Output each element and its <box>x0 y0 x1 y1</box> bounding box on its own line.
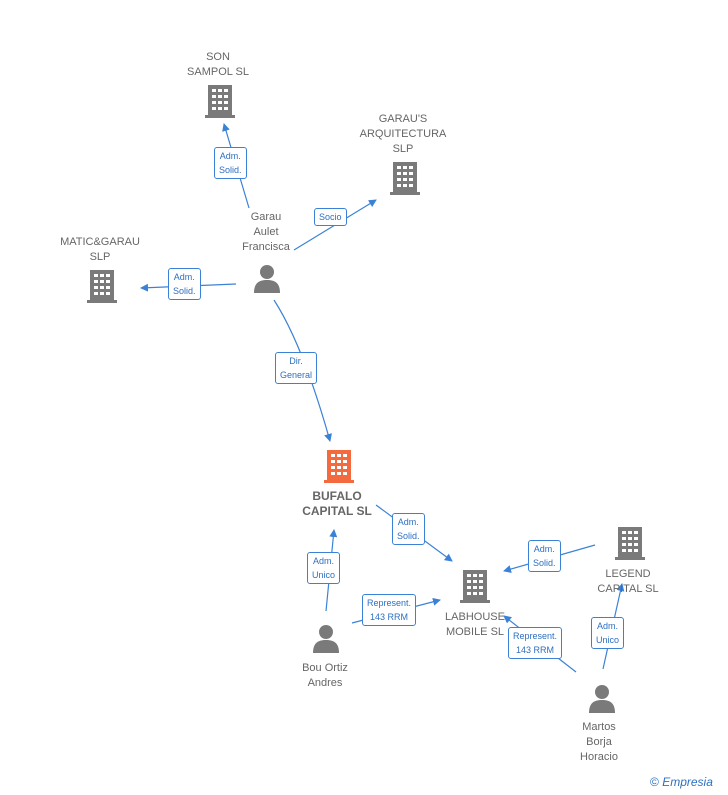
building-icon-main <box>324 450 354 483</box>
person-icon <box>589 685 615 713</box>
edge-label-socio: Socio <box>314 208 347 226</box>
edge-label-adm-solid: Adm. Solid. <box>528 540 561 572</box>
edge-label-adm-solid: Adm. Solid. <box>392 513 425 545</box>
node-bufalo-capital[interactable]: BUFALO CAPITAL SL <box>302 489 372 518</box>
brand-logo: © Empresia <box>650 775 713 789</box>
building-icon <box>205 85 235 118</box>
edge-label-adm-unico: Adm. Unico <box>591 617 625 649</box>
copyright-icon: © <box>650 775 659 789</box>
edge-label-adm-unico: Adm. Unico <box>307 552 341 584</box>
node-garaus-arquitectura[interactable]: GARAU'S ARQUITECTURA SLP <box>359 113 447 155</box>
building-icon <box>615 527 645 560</box>
edge-label-represent: Represent. 143 RRM <box>508 627 563 659</box>
node-matic-garau[interactable]: MATIC&GARAU SLP <box>60 236 140 263</box>
person-icon <box>254 265 280 293</box>
edge-label-adm-solid: Adm. Solid. <box>214 147 247 179</box>
node-son-sampol[interactable]: SON SAMPOL SL <box>187 51 249 78</box>
brand-name: Empresia <box>662 775 713 789</box>
node-martos-borja-horacio[interactable]: Martos Borja Horacio <box>580 721 618 763</box>
edge-label-represent: Represent. 143 RRM <box>362 594 417 626</box>
edge-label-dir-general: Dir. General <box>275 352 318 384</box>
node-labhouse-mobile[interactable]: LABHOUSE MOBILE SL <box>445 611 505 638</box>
building-icon <box>460 570 490 603</box>
node-garau-aulet-francisca[interactable]: Garau Aulet Francisca <box>242 211 290 253</box>
node-bou-ortiz-andres[interactable]: Bou Ortiz Andres <box>302 662 348 689</box>
node-legend-capital[interactable]: LEGEND CAPITAL SL <box>597 568 659 595</box>
person-icon <box>313 625 339 653</box>
edge-label-adm-solid: Adm. Solid. <box>168 268 201 300</box>
building-icon <box>87 270 117 303</box>
building-icon <box>390 162 420 195</box>
